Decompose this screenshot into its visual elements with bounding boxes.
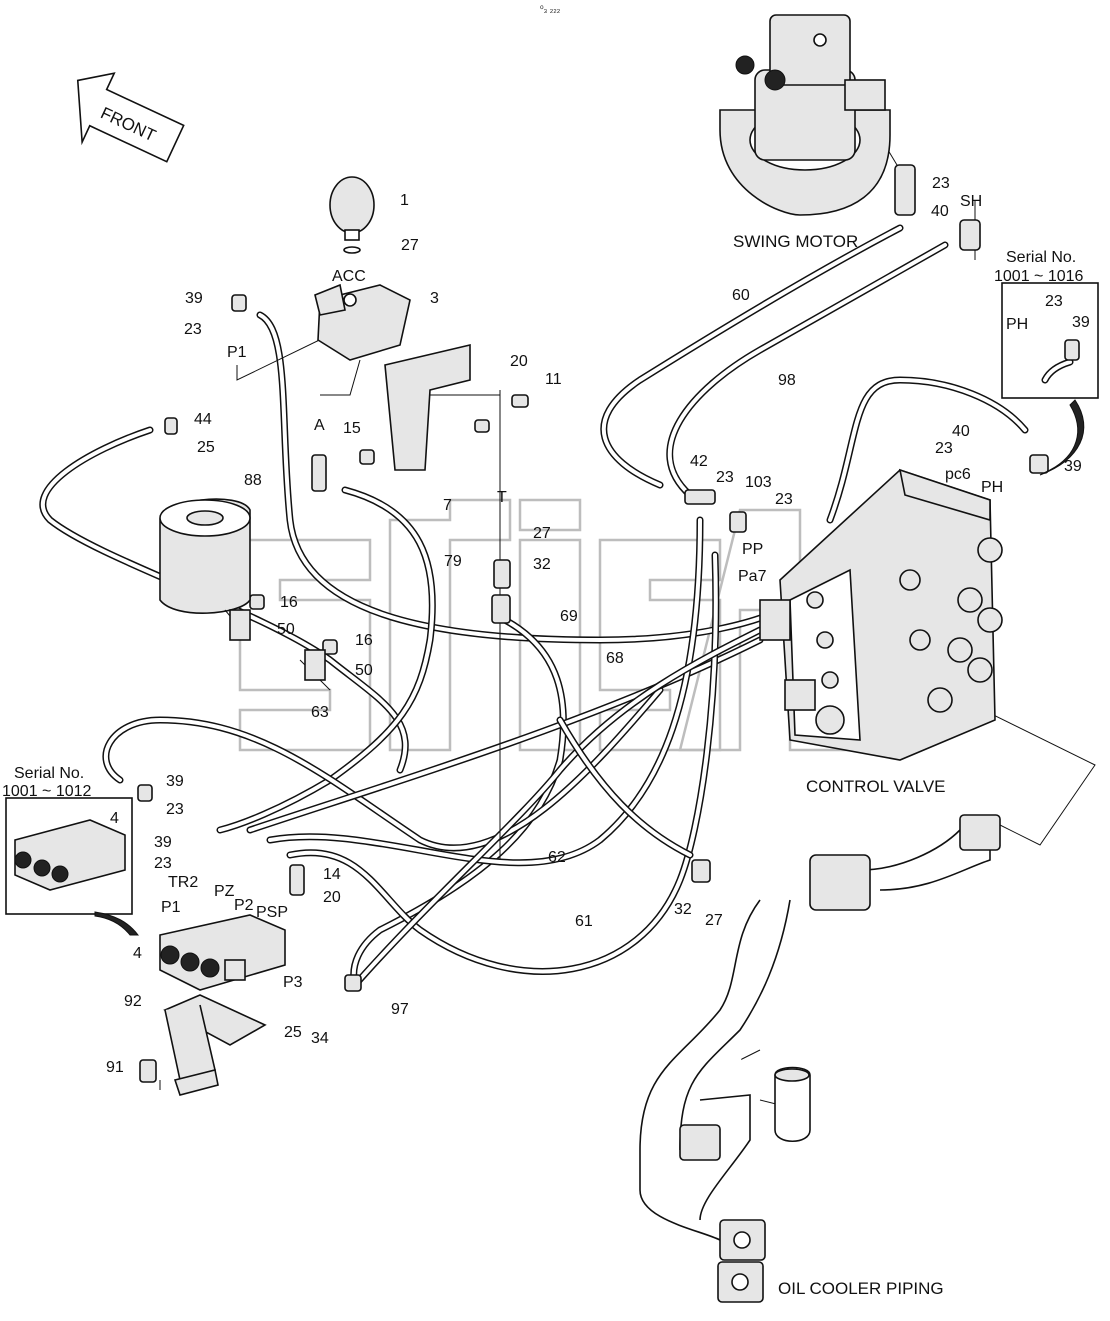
callout-32: 32 bbox=[533, 556, 551, 573]
port-sh: SH bbox=[960, 193, 982, 210]
header-mark: ⁰₃ ₂₂₂ bbox=[540, 4, 561, 14]
callout-68: 68 bbox=[606, 650, 624, 667]
callout-25-b: 25 bbox=[284, 1024, 302, 1041]
callout-15: 15 bbox=[343, 420, 361, 437]
labels: ⁰₃ ₂₂₂ SWING MOTOR CONTROL VALVE OIL COO… bbox=[2, 4, 1090, 1298]
port-tr2: TR2 bbox=[168, 874, 198, 891]
callout-79: 79 bbox=[444, 553, 462, 570]
port-acc: ACC bbox=[332, 268, 366, 285]
callout-7: 7 bbox=[443, 497, 452, 514]
serial-1016-port: PH bbox=[1006, 316, 1028, 333]
callout-88: 88 bbox=[244, 472, 262, 489]
port-pp: PP bbox=[742, 541, 763, 558]
port-a: A bbox=[314, 417, 325, 434]
callout-42: 42 bbox=[690, 453, 708, 470]
callout-40-sm: 40 bbox=[931, 203, 949, 220]
callout-34: 34 bbox=[311, 1030, 329, 1047]
callout-39-g: 39 bbox=[154, 834, 172, 851]
callout-63: 63 bbox=[311, 704, 329, 721]
callout-60: 60 bbox=[732, 287, 750, 304]
callout-103: 103 bbox=[745, 474, 772, 491]
callout-27-t: 27 bbox=[533, 525, 551, 542]
solenoid-manifold bbox=[159, 914, 286, 991]
serial-1016-title: Serial No. bbox=[1006, 249, 1076, 266]
control-valve-label: CONTROL VALVE bbox=[806, 777, 946, 796]
swivel-joint bbox=[159, 498, 331, 691]
oil-cooler-label: OIL COOLER PIPING bbox=[778, 1279, 944, 1298]
callout-44: 44 bbox=[194, 411, 212, 428]
callout-23-sm: 23 bbox=[932, 175, 950, 192]
port-p1-bottom: P1 bbox=[161, 899, 181, 916]
port-t: T bbox=[497, 489, 507, 506]
serial-box-1012 bbox=[5, 797, 140, 936]
callout-32-b: 32 bbox=[674, 901, 692, 918]
oil-cooler-piping bbox=[639, 814, 1001, 1303]
callout-69: 69 bbox=[560, 608, 578, 625]
port-p1-top: P1 bbox=[227, 344, 247, 361]
fittings bbox=[137, 294, 1049, 1083]
port-pa7: Pa7 bbox=[738, 568, 767, 585]
callout-39-e: 39 bbox=[1064, 458, 1082, 475]
serial-box-1016 bbox=[1001, 282, 1099, 476]
port-psp: PSP bbox=[256, 904, 288, 921]
serial-1016-range: 1001 ~ 1016 bbox=[994, 268, 1084, 285]
valve-spools bbox=[806, 537, 1003, 735]
callout-11: 11 bbox=[545, 371, 562, 388]
callout-62: 62 bbox=[548, 849, 566, 866]
port-p3: P3 bbox=[283, 974, 303, 991]
callout-39: 39 bbox=[185, 290, 203, 307]
bracket-92 bbox=[163, 994, 267, 1096]
callout-23-c: 23 bbox=[716, 469, 734, 486]
bracket-7 bbox=[384, 343, 471, 471]
port-pz: PZ bbox=[214, 883, 235, 900]
callout-20-b: 20 bbox=[323, 889, 341, 906]
callout-27-b: 27 bbox=[705, 912, 723, 929]
front-arrow: FRONT bbox=[76, 72, 185, 163]
swing-motor-label: SWING MOTOR bbox=[733, 232, 858, 251]
port-pc6: pc6 bbox=[945, 466, 971, 483]
callout-91: 91 bbox=[106, 1059, 124, 1076]
port-ph: PH bbox=[981, 479, 1003, 496]
solenoid-block bbox=[314, 283, 411, 361]
callout-16-b: 16 bbox=[355, 632, 373, 649]
callout-25: 25 bbox=[197, 439, 215, 456]
serial-1012-part-4: 4 bbox=[110, 810, 119, 827]
serial-1012-range: 1001 ~ 1012 bbox=[2, 783, 92, 800]
callout-23-g: 23 bbox=[154, 855, 172, 872]
serial-1012-title: Serial No. bbox=[14, 765, 84, 782]
callout-50: 50 bbox=[277, 621, 295, 638]
callout-92: 92 bbox=[124, 993, 142, 1010]
callout-40: 40 bbox=[952, 423, 970, 440]
callout-61: 61 bbox=[575, 913, 593, 930]
callout-98: 98 bbox=[778, 372, 796, 389]
callout-23-d: 23 bbox=[775, 491, 793, 508]
callout-39-f: 39 bbox=[166, 773, 184, 790]
callout-23-f: 23 bbox=[166, 801, 184, 818]
callout-14: 14 bbox=[323, 866, 341, 883]
serial-1016-part-39: 39 bbox=[1072, 314, 1090, 331]
accumulator bbox=[329, 176, 375, 254]
callout-16: 16 bbox=[280, 594, 298, 611]
callout-97: 97 bbox=[391, 1001, 409, 1018]
callout-20: 20 bbox=[510, 353, 528, 370]
callout-23: 23 bbox=[184, 321, 202, 338]
serial-1016-part-23: 23 bbox=[1045, 293, 1063, 310]
callout-27: 27 bbox=[401, 237, 419, 254]
callout-3: 3 bbox=[430, 290, 439, 307]
callout-1: 1 bbox=[400, 192, 409, 209]
control-valve bbox=[759, 468, 1003, 761]
callout-23-e: 23 bbox=[935, 440, 953, 457]
callout-4: 4 bbox=[133, 945, 142, 962]
swing-motor bbox=[719, 14, 981, 251]
port-p2: P2 bbox=[234, 897, 254, 914]
callout-50-b: 50 bbox=[355, 662, 373, 679]
